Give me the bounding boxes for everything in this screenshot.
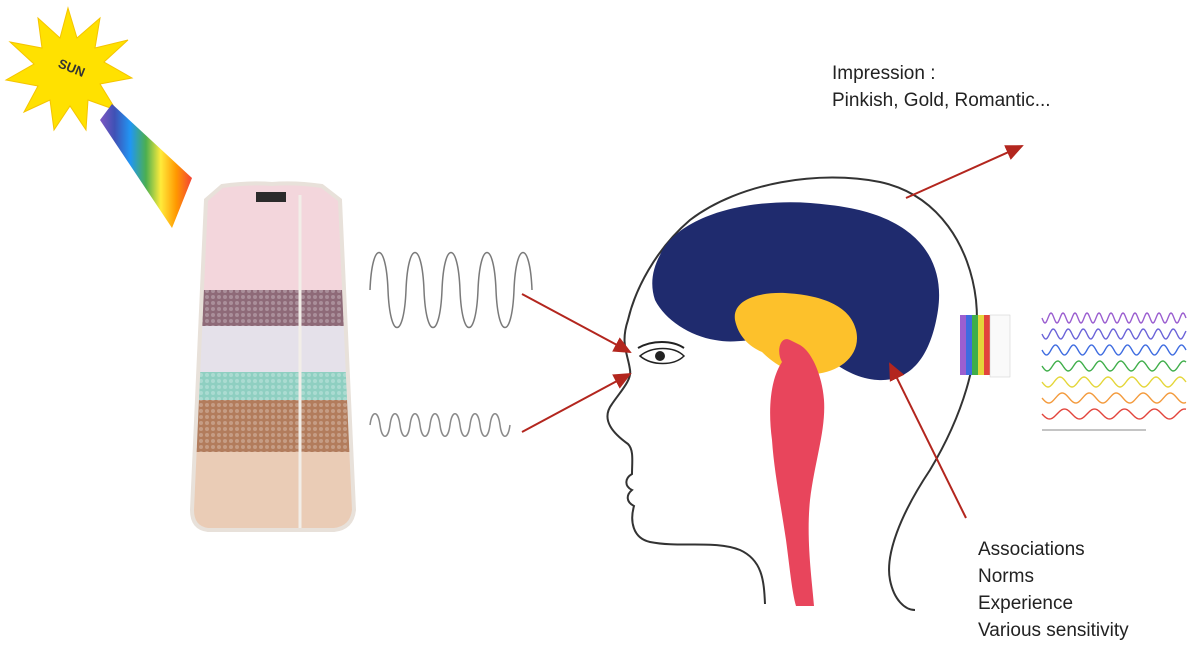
arrow-impression — [906, 146, 1022, 198]
spectrum-wave — [1042, 313, 1186, 323]
spectrum-wave — [1042, 345, 1186, 355]
short-wave — [370, 414, 510, 437]
spectrum-wave — [1042, 361, 1186, 371]
light-beam — [100, 104, 192, 228]
spectrum-waves — [1042, 313, 1186, 430]
sensitivity-item: Various sensitivity — [978, 617, 1129, 644]
eye-icon — [638, 342, 684, 364]
arrow-associations — [890, 364, 966, 518]
arrow-long-wave — [522, 294, 630, 352]
impression-label: Impression : Pinkish, Gold, Romantic... — [832, 60, 1051, 114]
spectrum-wave — [1042, 409, 1186, 419]
associations-item: Associations — [978, 536, 1129, 563]
impression-heading: Impression : — [832, 60, 1051, 87]
spectrum-wave — [1042, 329, 1186, 339]
brainstem — [770, 339, 824, 606]
associations-list: Associations Norms Experience Various se… — [978, 536, 1129, 644]
spectrum-wave — [1042, 393, 1186, 403]
spectrum-wave — [1042, 377, 1186, 387]
dress-illustration — [180, 180, 370, 532]
experience-item: Experience — [978, 590, 1129, 617]
impression-values: Pinkish, Gold, Romantic... — [832, 87, 1051, 114]
norms-item: Norms — [978, 563, 1129, 590]
prism-icon — [960, 315, 1010, 377]
visible-spectrum-legend — [960, 313, 1186, 430]
long-wave — [370, 253, 532, 328]
